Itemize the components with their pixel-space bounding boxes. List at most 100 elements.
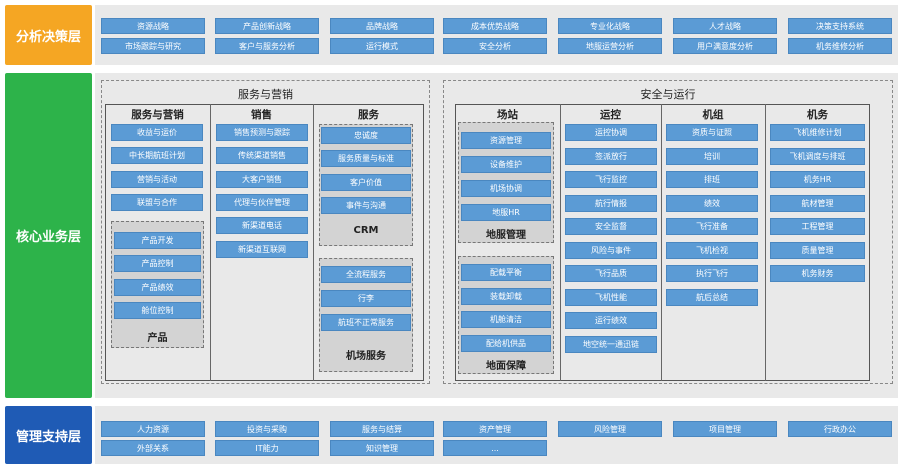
analysis-item[interactable]: 安全分析 (443, 38, 547, 54)
product-label: 产品 (147, 333, 168, 344)
column-divider (210, 104, 211, 381)
core-item[interactable]: 产品绩效 (114, 278, 201, 296)
analysis-item[interactable]: 资源战略 (101, 18, 205, 34)
core-item[interactable]: 航行情报 (565, 194, 657, 212)
core-item[interactable]: 风险与事件 (565, 241, 657, 259)
analysis-item[interactable]: 决策支持系统 (788, 18, 892, 34)
support-item[interactable]: 外部关系 (101, 440, 205, 456)
support-item[interactable]: 人力资源 (101, 421, 205, 437)
core-item[interactable]: 传统渠道销售 (216, 147, 308, 165)
core-item[interactable]: 忠诚度 (321, 127, 411, 144)
core-item[interactable]: 工程管理 (770, 218, 865, 235)
core-item[interactable]: 机场协调 (461, 180, 551, 197)
support-item[interactable]: 服务与结算 (330, 421, 434, 437)
core-item[interactable]: 航班不正常服务 (321, 314, 411, 331)
core-item[interactable]: 机务HR (770, 171, 865, 188)
safety-operation-columns (455, 104, 870, 381)
core-item[interactable]: 飞行品质 (565, 265, 657, 282)
core-item[interactable]: 航后总结 (666, 288, 758, 306)
core-item[interactable]: 全流程服务 (321, 266, 411, 283)
support-item[interactable]: ... (443, 440, 547, 456)
core-item[interactable]: 培训 (666, 147, 758, 165)
analysis-item[interactable]: 市场跟踪与研究 (101, 38, 205, 54)
core-item[interactable]: 资质与证照 (666, 124, 758, 141)
core-item[interactable]: 运行绩效 (565, 312, 657, 329)
analysis-item[interactable]: 专业化战略 (558, 18, 662, 34)
core-item[interactable]: 配载平衡 (461, 264, 551, 281)
analysis-item[interactable]: 机务维修分析 (788, 38, 892, 54)
col-title-station: 场站 (497, 109, 518, 121)
core-item[interactable]: 飞机调度与排班 (770, 147, 865, 165)
col-title-crew: 机组 (702, 109, 724, 121)
core-item[interactable]: 行李 (321, 290, 411, 307)
analysis-item[interactable]: 用户满意度分析 (673, 38, 777, 54)
core-item[interactable]: 质量管理 (770, 241, 865, 259)
support-item[interactable]: 项目管理 (673, 421, 777, 437)
analysis-item[interactable]: 人才战略 (673, 18, 777, 34)
core-item[interactable]: 飞机维修计划 (770, 124, 865, 141)
core-item[interactable]: 安全监督 (565, 218, 657, 235)
core-item[interactable]: 营销与活动 (111, 170, 203, 188)
column-divider (661, 104, 662, 381)
core-item[interactable]: 执行飞行 (666, 265, 758, 282)
crm-label: CRM (353, 225, 379, 236)
col-title-sales: 销售 (251, 109, 272, 121)
core-item[interactable]: 地空统一通迅链 (565, 335, 657, 353)
core-item[interactable]: 产品控制 (114, 255, 201, 273)
support-layer-label: 管理支持层 (5, 406, 92, 464)
col-title-service-marketing: 服务与营销 (131, 109, 184, 121)
service-marketing-title: 服务与营销 (238, 88, 293, 101)
col-title-maintenance: 机务 (807, 109, 828, 121)
core-item[interactable]: 设备维护 (461, 156, 551, 173)
core-item[interactable]: 装载卸载 (461, 287, 551, 305)
core-item[interactable]: 签派放行 (565, 147, 657, 165)
support-item[interactable]: 风险管理 (558, 421, 662, 437)
core-item[interactable]: 飞行准备 (666, 218, 758, 235)
core-item[interactable]: 运控协调 (565, 124, 657, 141)
support-item[interactable]: 投资与采购 (215, 421, 319, 437)
core-item[interactable]: 服务质量与标准 (321, 150, 411, 168)
core-item[interactable]: 客户价值 (321, 173, 411, 191)
core-item[interactable]: 销售预测与跟踪 (216, 124, 308, 141)
core-item[interactable]: 资源管理 (461, 132, 551, 149)
core-item[interactable]: 代理与伙伴管理 (216, 193, 308, 211)
core-item[interactable]: 绩效 (666, 194, 758, 212)
core-item[interactable]: 舱位控制 (114, 301, 201, 319)
support-item[interactable]: 资产管理 (443, 421, 547, 437)
safety-operation-group (443, 80, 893, 384)
support-item[interactable]: 知识管理 (330, 440, 434, 456)
analysis-item[interactable]: 品牌战略 (330, 18, 434, 34)
core-item[interactable]: 飞行监控 (565, 171, 657, 188)
service-marketing-columns (105, 104, 424, 381)
analysis-item[interactable]: 客户与服务分析 (215, 38, 319, 54)
core-item[interactable]: 收益与运价 (111, 124, 203, 141)
core-item[interactable]: 产品开发 (114, 232, 201, 249)
core-item[interactable]: 配给机供品 (461, 334, 551, 352)
analysis-layer-panel (95, 5, 898, 65)
support-item[interactable]: 行政办公 (788, 421, 892, 437)
core-item[interactable]: 事件与沟通 (321, 196, 411, 214)
analysis-item[interactable]: 运行模式 (330, 38, 434, 54)
core-item[interactable]: 机务财务 (770, 265, 865, 282)
support-item[interactable]: IT能力 (215, 440, 319, 456)
ground-support-label: 地面保障 (486, 361, 526, 372)
core-item[interactable]: 机舱清洁 (461, 311, 551, 328)
core-item[interactable]: 飞机性能 (565, 288, 657, 306)
col-title-service: 服务 (358, 109, 379, 121)
analysis-item[interactable]: 成本优势战略 (443, 18, 547, 34)
safety-operation-title: 安全与运行 (640, 88, 696, 101)
analysis-item[interactable]: 产品创新战略 (215, 18, 319, 34)
core-item[interactable]: 新渠道电话 (216, 217, 308, 235)
core-item[interactable]: 新渠道互联网 (216, 240, 308, 258)
core-item[interactable]: 大客户销售 (216, 170, 308, 188)
column-divider (560, 104, 561, 381)
core-item[interactable]: 联盟与合作 (111, 193, 203, 211)
column-divider (313, 104, 314, 381)
core-item[interactable]: 排班 (666, 171, 758, 188)
core-item[interactable]: 飞机检视 (666, 241, 758, 259)
analysis-item[interactable]: 地服运营分析 (558, 38, 662, 54)
core-item[interactable]: 航材管理 (770, 194, 865, 212)
ground-mgmt-label: 地服管理 (486, 230, 526, 241)
core-item[interactable]: 地服HR (461, 204, 551, 221)
core-item[interactable]: 中长期航班计划 (111, 147, 203, 165)
